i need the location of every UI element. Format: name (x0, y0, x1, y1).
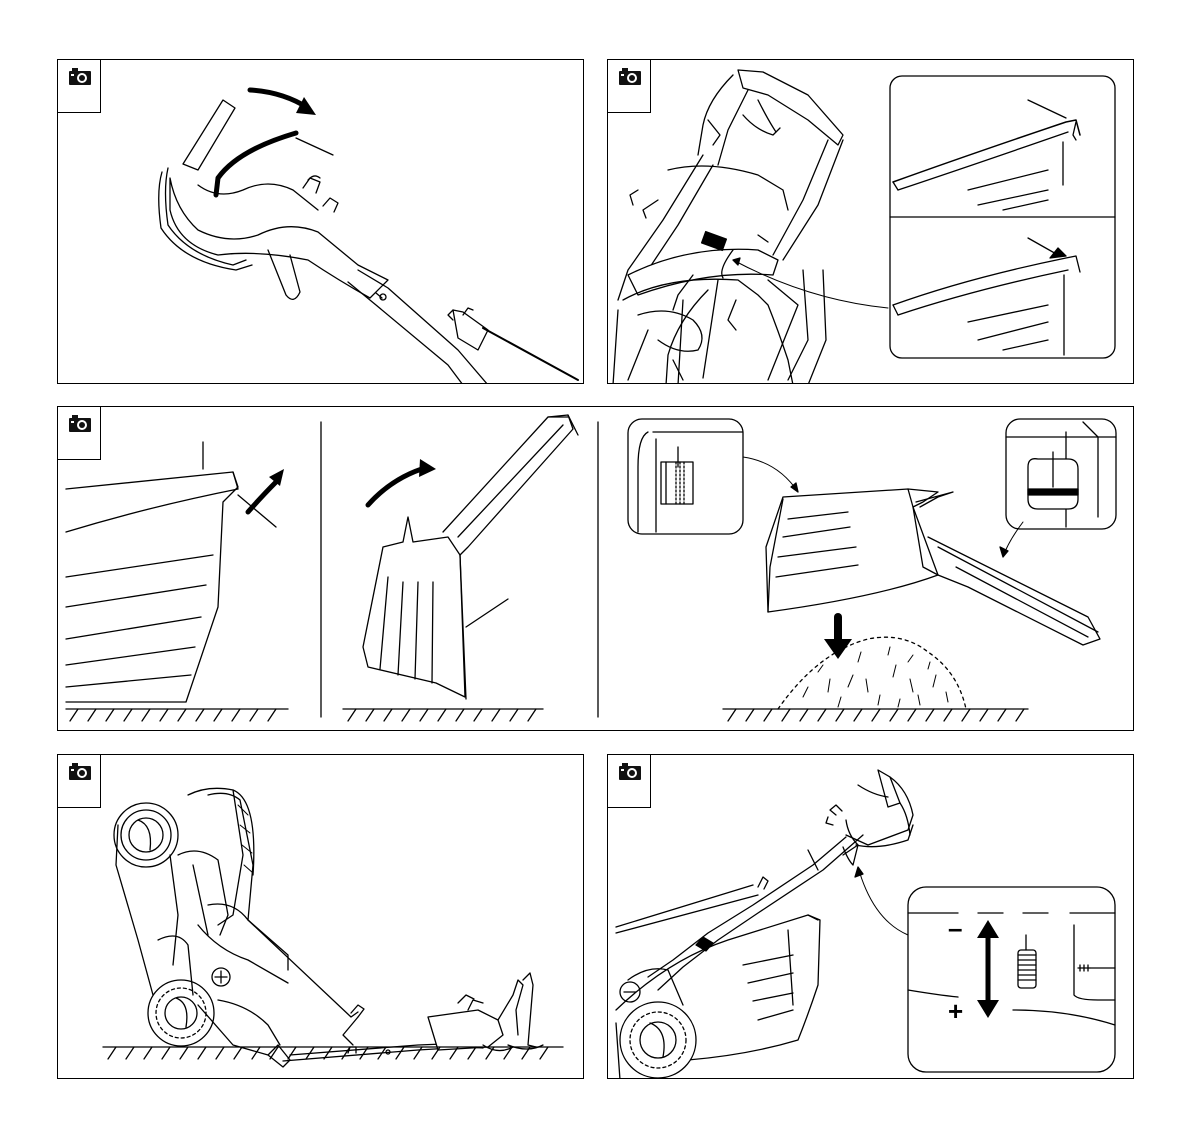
increase-height-label: + (948, 998, 963, 1024)
callout-line (858, 867, 908, 935)
panel-mower-upright-storage (57, 754, 584, 1079)
panel-grassbox-emptying (57, 406, 1134, 731)
mower-top-illustration (608, 60, 1134, 384)
grassbox-tipping-illustration (628, 419, 1116, 721)
rotate-arrow-icon (368, 467, 428, 505)
grassbox-closed-illustration (66, 442, 288, 721)
decrease-height-label: – (948, 915, 962, 941)
panel-handle-cable (57, 59, 584, 384)
panel-cutting-height: – + (607, 754, 1134, 1079)
upright-mower-illustration (58, 755, 584, 1079)
height-adjust-knob (1018, 950, 1036, 988)
panel-grassbox-indicator (607, 59, 1134, 384)
handle-illustration (58, 60, 584, 384)
grassbox-emptying-illustration (58, 407, 1134, 731)
grass-pile (778, 637, 966, 709)
grassbox-lifted-illustration (343, 415, 578, 721)
wheel-icon (620, 1002, 696, 1078)
wheel-icon (114, 803, 178, 867)
fill-indicator-window (702, 232, 727, 251)
height-adjust-illustration (608, 755, 1134, 1079)
rotate-arrow-icon (250, 90, 308, 108)
lift-arrow-icon (248, 482, 276, 512)
wheel-icon (148, 980, 214, 1046)
